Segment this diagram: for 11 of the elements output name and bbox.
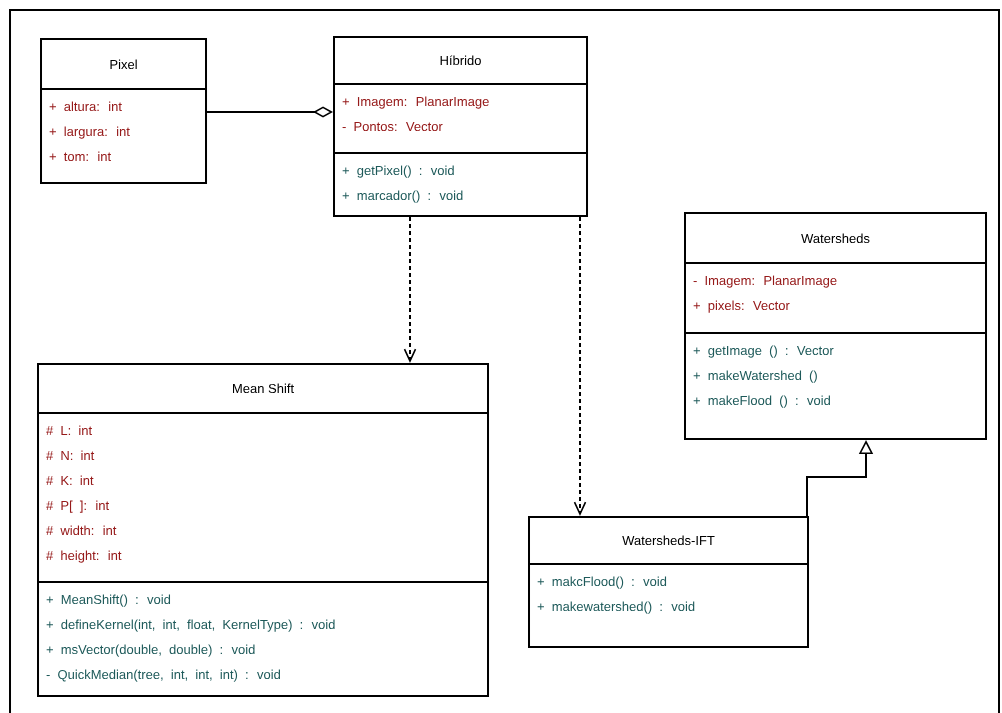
attribute-compartment: + Imagem: PlanarImage - Pontos: Vector (333, 83, 588, 154)
operation-compartment: + getPixel() : void + marcador() : void (333, 152, 588, 217)
operation-compartment: + makcFlood() : void + makewatershed() : void (528, 563, 809, 648)
attribute-compartment: - Imagem: PlanarImage + pixels: Vector (684, 262, 987, 334)
attribute-compartment: # L: int # N: int # K: int # P[ ]: int # width: int # height: int (37, 412, 489, 583)
attribute-compartment: + altura: int + largura: int + tom: int (40, 88, 207, 184)
operation-compartment: + getImage () : Vector + makeWatershed () + makeFlood () : void (684, 332, 987, 440)
aggregation-line (206, 106, 333, 118)
operation-compartment: + MeanShift() : void + defineKernel(int, int, float, KernelType) : void + msVector(double, double) : void - QuickMedian(tree, int, int, int) : void (37, 581, 489, 697)
dependency-arrow (403, 216, 417, 363)
dependency-arrow (573, 216, 587, 516)
